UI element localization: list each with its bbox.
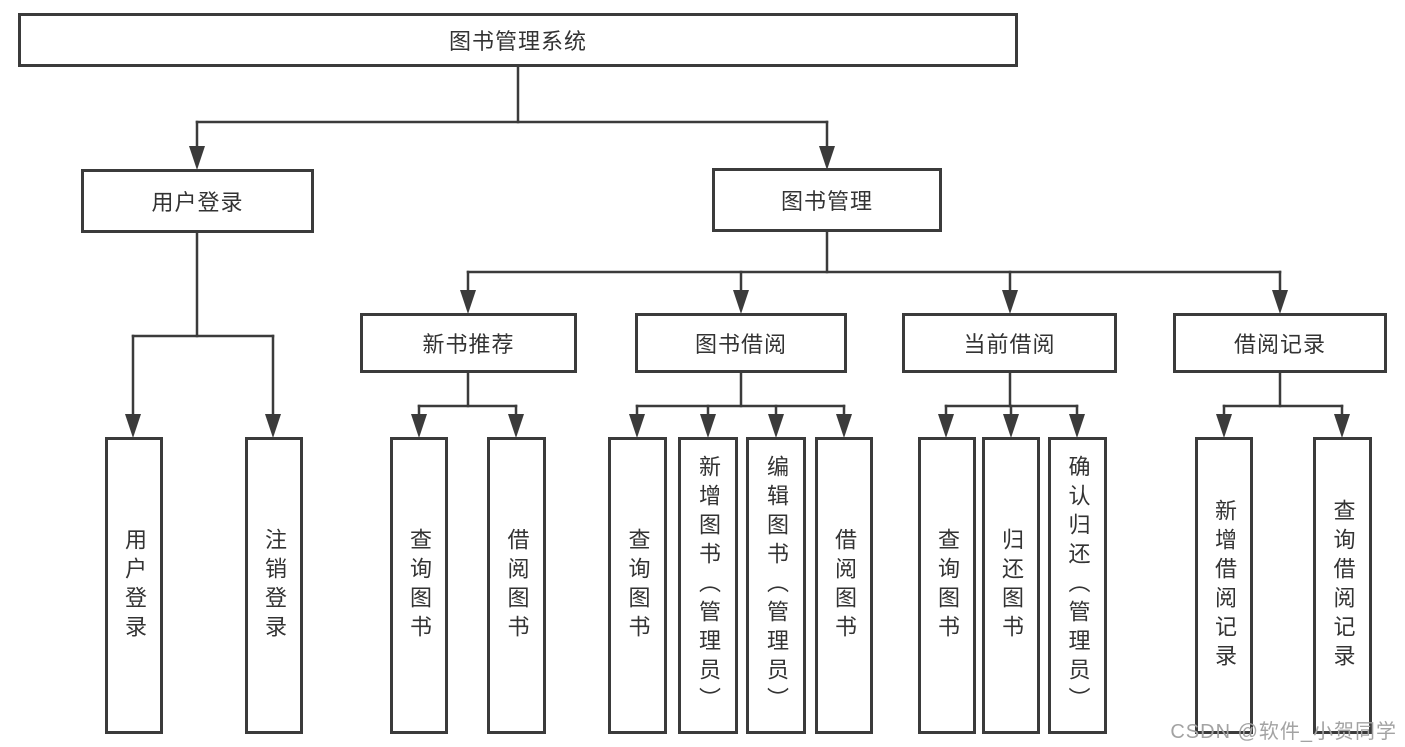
node-new-book-recommendation: 新书推荐 bbox=[360, 313, 577, 373]
leaf-borrowing-query-books: 查询图书 bbox=[608, 437, 667, 734]
leaf-borrowing-borrow-books: 借阅图书 bbox=[815, 437, 873, 734]
leaf-recommend-borrow-books: 借阅图书 bbox=[487, 437, 546, 734]
node-book-management: 图书管理 bbox=[712, 168, 942, 232]
leaf-borrowing-edit-books-admin: 编辑图书（管理员） bbox=[746, 437, 806, 734]
leaf-current-confirm-return-admin: 确认归还（管理员） bbox=[1048, 437, 1107, 734]
leaf-borrowing-add-books-admin-label: 新增图书（管理员） bbox=[696, 455, 721, 716]
leaf-current-return-books: 归还图书 bbox=[982, 437, 1040, 734]
node-library-management-system: 图书管理系统 bbox=[18, 13, 1018, 67]
leaf-records-add-record: 新增借阅记录 bbox=[1195, 437, 1253, 734]
leaf-records-query-record: 查询借阅记录 bbox=[1313, 437, 1372, 734]
leaf-logout: 注销登录 bbox=[245, 437, 303, 734]
leaf-borrowing-edit-books-admin-label: 编辑图书（管理员） bbox=[764, 455, 789, 716]
leaf-borrowing-borrow-books-label: 借阅图书 bbox=[832, 527, 857, 644]
node-book-borrowing: 图书借阅 bbox=[635, 313, 847, 373]
leaf-borrowing-add-books-admin: 新增图书（管理员） bbox=[678, 437, 738, 734]
leaf-recommend-borrow-books-label: 借阅图书 bbox=[504, 527, 530, 644]
leaf-user-login: 用户登录 bbox=[105, 437, 163, 734]
leaf-recommend-query-books-label: 查询图书 bbox=[407, 527, 432, 644]
node-borrowing-records: 借阅记录 bbox=[1173, 313, 1387, 373]
leaf-recommend-query-books: 查询图书 bbox=[390, 437, 448, 734]
leaf-current-query-books-label: 查询图书 bbox=[935, 527, 960, 644]
watermark: CSDN @软件_小贺同学 bbox=[1170, 721, 1397, 743]
leaf-records-query-record-label: 查询借阅记录 bbox=[1330, 498, 1356, 673]
node-current-borrowing: 当前借阅 bbox=[902, 313, 1117, 373]
leaf-records-add-record-label: 新增借阅记录 bbox=[1212, 498, 1237, 673]
leaf-current-confirm-return-admin-label: 确认归还（管理员） bbox=[1065, 455, 1091, 716]
leaf-user-login-label: 用户登录 bbox=[122, 527, 147, 644]
leaf-borrowing-query-books-label: 查询图书 bbox=[625, 527, 651, 644]
node-user-login: 用户登录 bbox=[81, 169, 314, 233]
leaf-current-return-books-label: 归还图书 bbox=[999, 527, 1024, 644]
leaf-current-query-books: 查询图书 bbox=[918, 437, 976, 734]
leaf-logout-label: 注销登录 bbox=[262, 527, 287, 644]
